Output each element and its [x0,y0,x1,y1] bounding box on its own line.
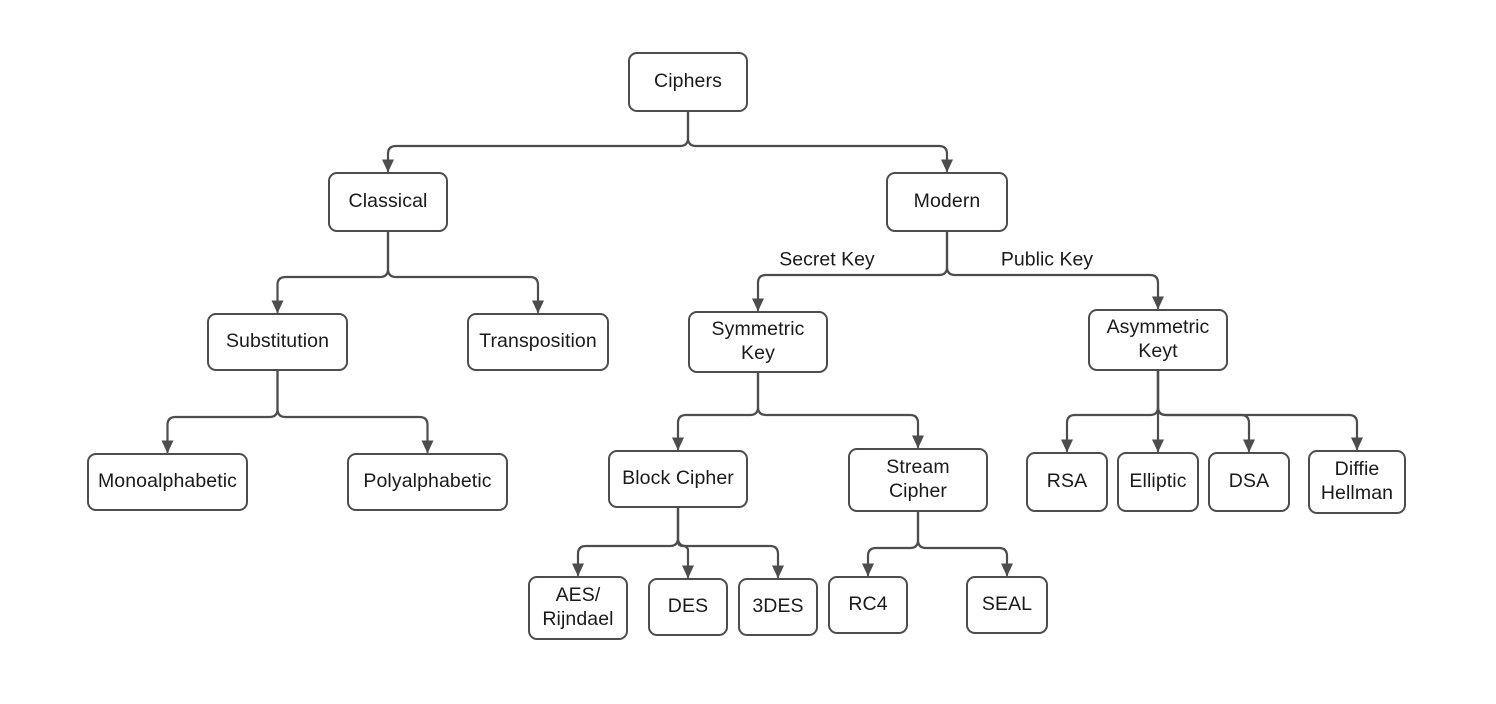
connector-asymmetric-key-to-dsa [1156,369,1256,453]
node-modern[interactable]: Modern [886,172,1008,232]
node-ciphers[interactable]: Ciphers [628,52,748,112]
connector-ciphers-to-classical [381,110,690,173]
node-substitution[interactable]: Substitution [207,313,348,371]
node-elliptic[interactable]: Elliptic [1117,452,1199,512]
secret-key-label: Secret Key [779,248,875,271]
public-key-label: Public Key [1000,248,1094,271]
node-stream-cipher[interactable]: Stream Cipher [848,448,988,512]
connector-asymmetric-key-to-diffie-hellman [1156,369,1364,451]
connector-ciphers-to-modern [686,110,954,173]
node-block-cipher[interactable]: Block Cipher [608,450,748,508]
node-des[interactable]: DES [648,578,728,636]
connector-substitution-to-monoalphabetic [161,369,279,454]
node-classical[interactable]: Classical [328,172,448,232]
connector-classical-to-substitution [271,230,390,314]
connector-substitution-to-polyalphabetic [276,369,434,454]
node-rsa[interactable]: RSA [1026,452,1108,512]
connector-block-cipher-to-3des [676,506,785,579]
node-polyalphabetic[interactable]: Polyalphabetic [347,453,508,511]
connector-classical-to-transposition [386,230,545,314]
connector-symmetric-key-to-stream-cipher [756,371,925,449]
connector-stream-cipher-to-seal [916,510,1014,577]
connector-asymmetric-key-to-rsa [1060,369,1160,453]
connector-modern-to-symmetric-key [751,230,949,312]
connector-symmetric-key-to-block-cipher [671,371,760,451]
node-monoalphabetic[interactable]: Monoalphabetic [87,453,248,511]
node-aes-rijndael[interactable]: AES/ Rijndael [528,576,628,640]
node-rc4[interactable]: RC4 [828,576,908,634]
node-asymmetric-key[interactable]: Asymmetric Keyt [1088,309,1228,371]
connector-stream-cipher-to-rc4 [861,510,920,577]
node-seal[interactable]: SEAL [966,576,1048,634]
node-symmetric-key[interactable]: Symmetric Key [688,311,828,373]
connector-block-cipher-to-aes-rijndael [571,506,680,577]
node-dsa[interactable]: DSA [1208,452,1290,512]
node-3des[interactable]: 3DES [738,578,818,636]
node-transposition[interactable]: Transposition [467,313,609,371]
connector-modern-to-asymmetric-key [945,230,1165,310]
node-diffie-hellman[interactable]: Diffie Hellman [1308,450,1406,514]
